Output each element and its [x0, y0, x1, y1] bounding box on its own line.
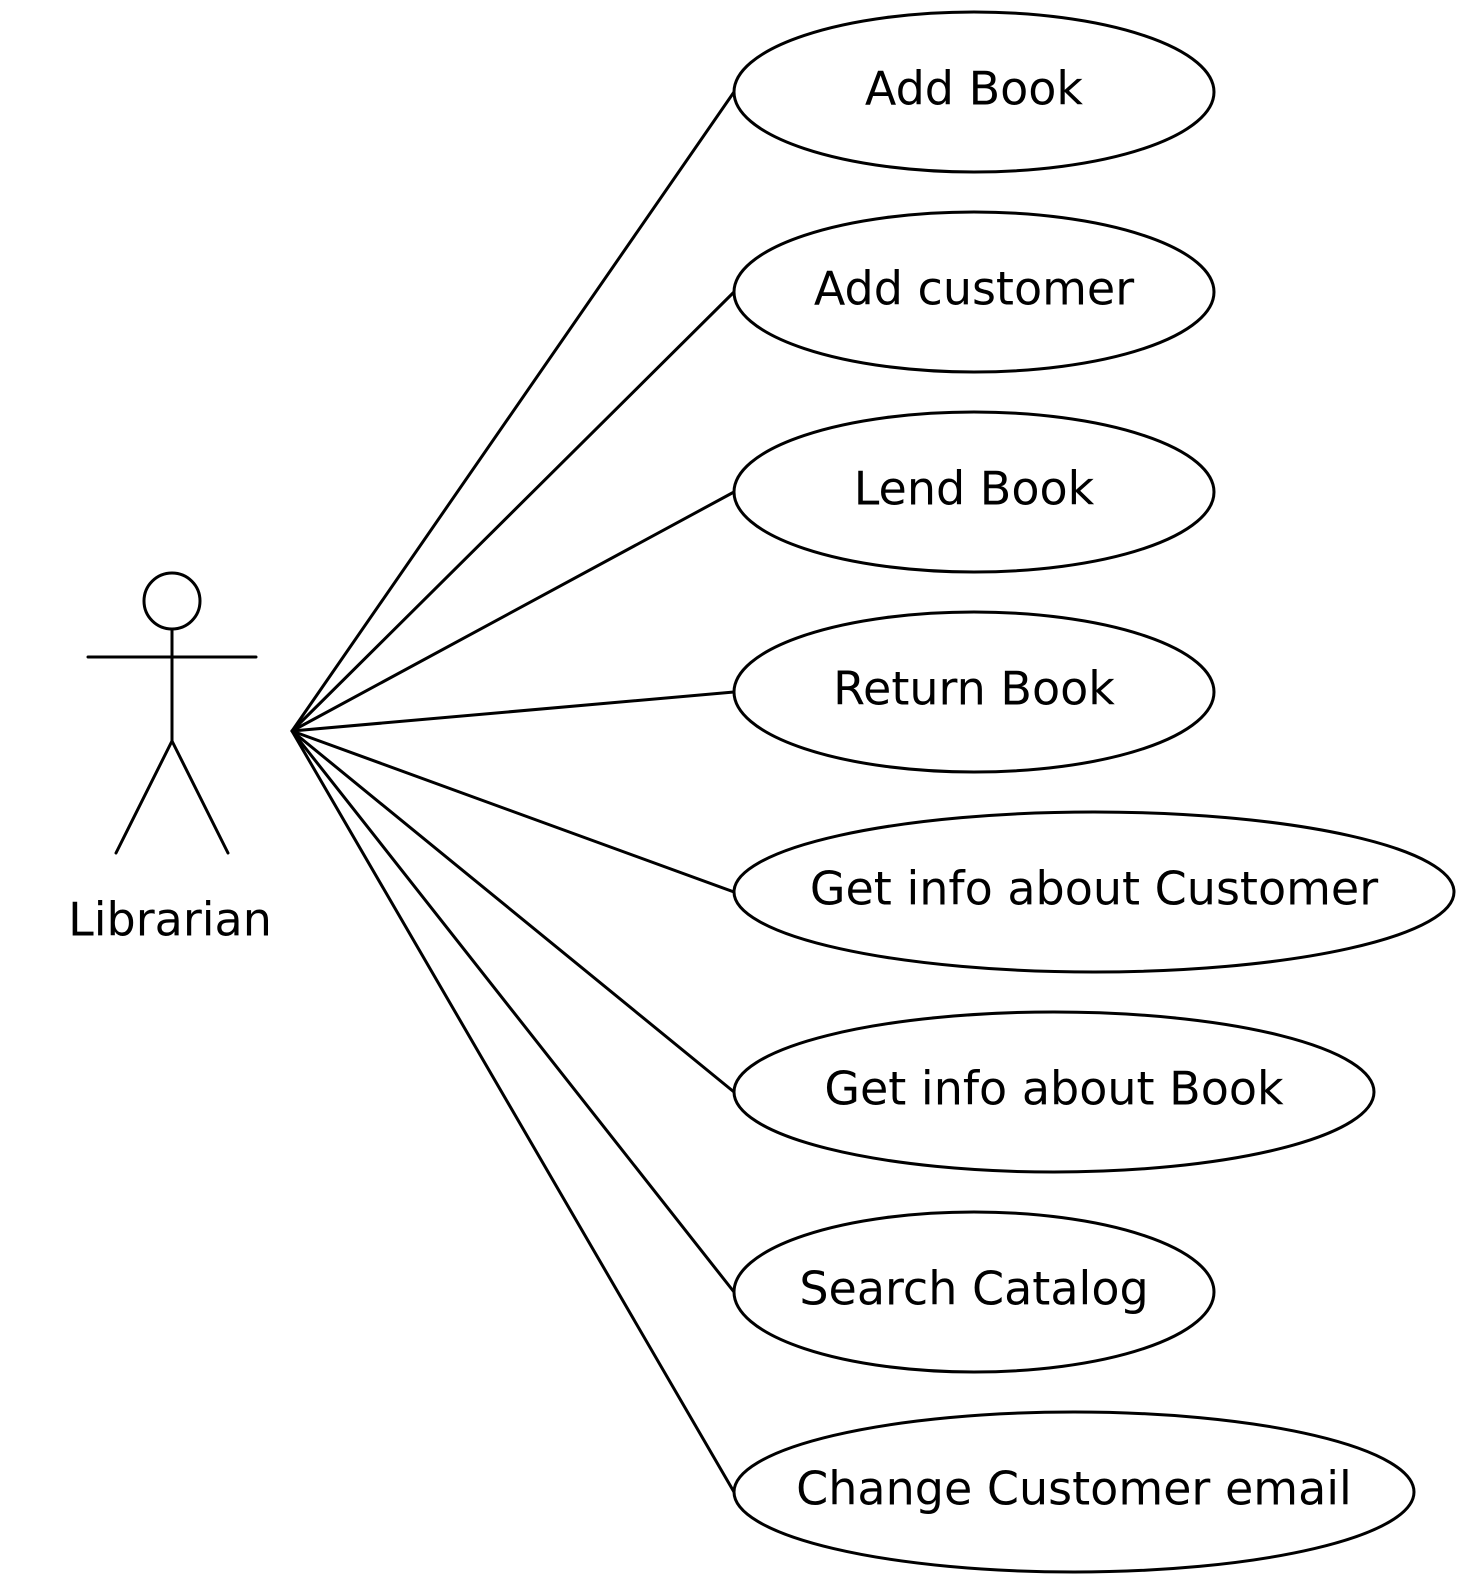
use-case-label: Lend Book — [854, 462, 1095, 516]
use-case-search-catalog[interactable]: Search Catalog — [732, 1210, 1216, 1374]
use-case-ellipse — [732, 210, 1216, 374]
association-get-info-customer — [290, 729, 736, 894]
association-change-email — [290, 729, 736, 1494]
use-case-ellipse — [732, 10, 1216, 174]
actor-label: Librarian — [68, 893, 272, 947]
use-case-ellipse — [732, 610, 1216, 774]
use-case-ellipse — [732, 810, 1456, 974]
actor-left-leg — [114, 739, 174, 855]
use-case-lend-book[interactable]: Lend Book — [732, 410, 1216, 574]
use-case-label: Get info about Book — [824, 1062, 1284, 1116]
use-case-ellipse — [732, 1210, 1216, 1374]
use-case-label: Search Catalog — [799, 1262, 1148, 1316]
association-search-catalog — [290, 729, 736, 1294]
association-add-book — [290, 90, 736, 733]
actor-librarian: Librarian — [68, 571, 272, 947]
use-case-change-customer-email[interactable]: Change Customer email — [732, 1410, 1416, 1574]
use-case-add-book[interactable]: Add Book — [732, 10, 1216, 174]
associations — [290, 90, 736, 1494]
association-return-book — [290, 690, 736, 733]
use-case-label: Get info about Customer — [810, 862, 1378, 916]
association-lend-book — [290, 490, 736, 733]
use-case-ellipse — [732, 1010, 1376, 1174]
use-case-label: Add Book — [865, 62, 1084, 116]
use-case-get-info-book[interactable]: Get info about Book — [732, 1010, 1376, 1174]
use-case-return-book[interactable]: Return Book — [732, 610, 1216, 774]
use-case-label: Return Book — [833, 662, 1115, 716]
association-add-customer — [290, 290, 736, 733]
use-case-label: Add customer — [814, 262, 1134, 316]
use-case-ellipse — [732, 1410, 1416, 1574]
actor-head — [142, 571, 202, 631]
use-case-get-info-customer[interactable]: Get info about Customer — [732, 810, 1456, 974]
use-case-ellipse — [732, 410, 1216, 574]
use-case-label: Change Customer email — [796, 1462, 1352, 1516]
use-case-add-customer[interactable]: Add customer — [732, 210, 1216, 374]
association-get-info-book — [290, 729, 736, 1094]
actor-right-leg — [170, 739, 230, 855]
